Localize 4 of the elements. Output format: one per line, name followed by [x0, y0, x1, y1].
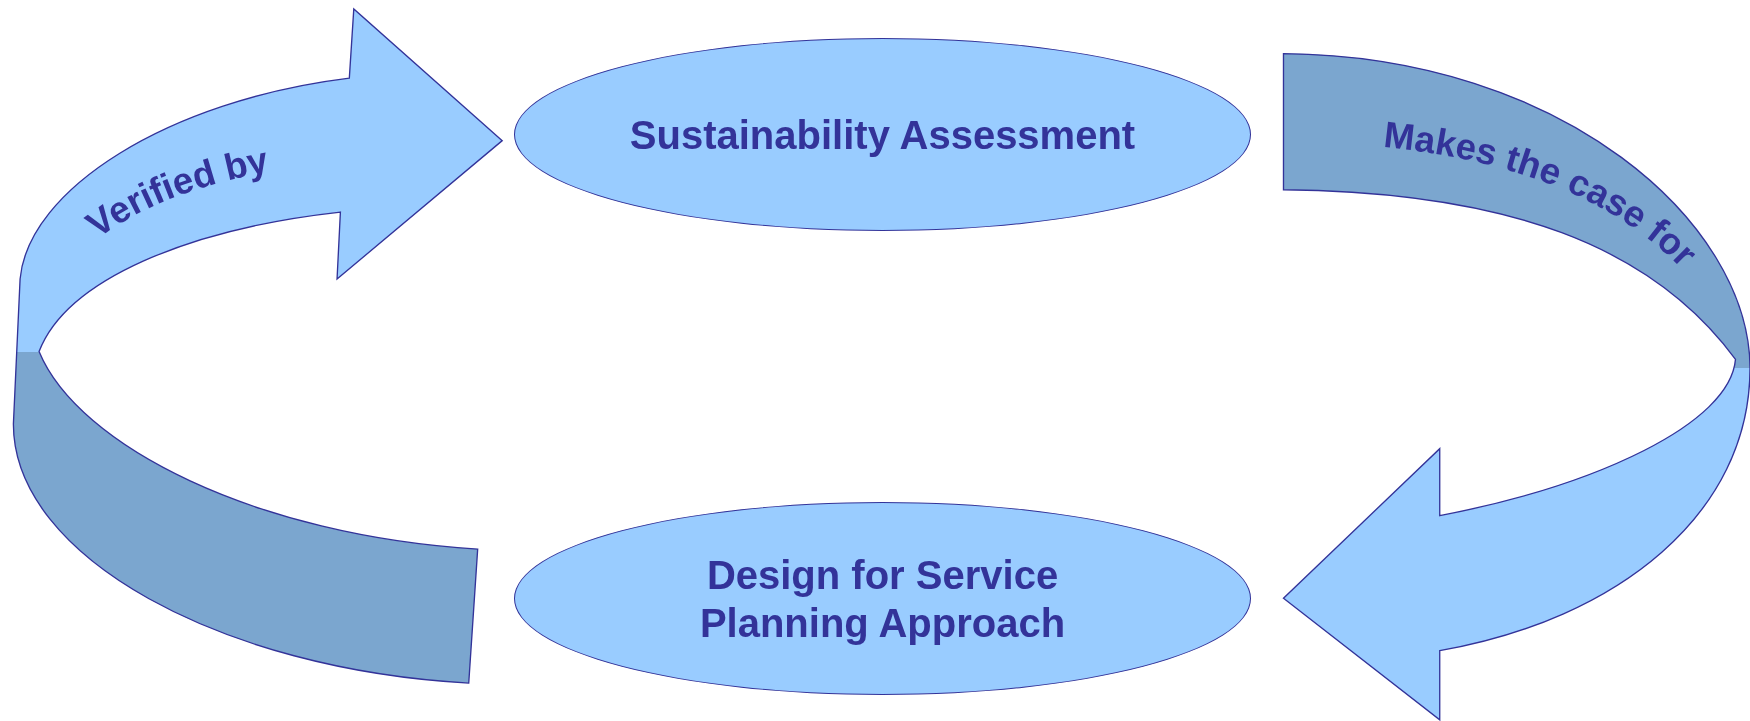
node-label: Sustainability Assessment — [629, 111, 1136, 159]
curved-arrow — [12, 8, 503, 684]
curved-arrow — [1282, 52, 1750, 721]
node-label: Design for Service Planning Approach — [698, 551, 1067, 647]
